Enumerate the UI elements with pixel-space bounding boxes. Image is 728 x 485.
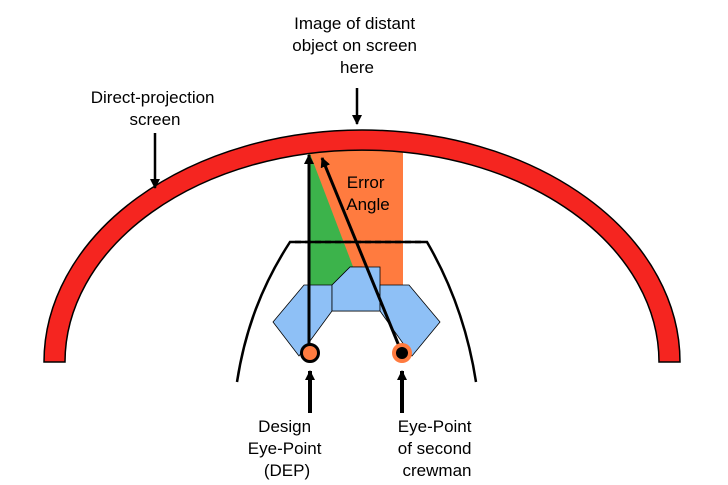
second-label-line3: crewman [403,461,472,480]
screen-label-line1: Direct-projection [91,88,215,107]
svg-text:Direct-projection screen: Direct-projection screen [91,88,220,129]
second-eye-point-center [396,347,408,359]
svg-text:Image of distant object on: Image of distant object on screen here [292,14,421,77]
screen-label-line2: screen [129,110,180,129]
center-panel-top [331,266,381,312]
dep-label-line1: Design [258,417,311,436]
second-crewman-sight-line [320,157,401,347]
svg-text:Eye-Point of second cr: Eye-Point of second crewman [398,417,476,480]
error-label-line2: Angle [346,195,389,214]
svg-text:Design Eye-Point (DEP): Design Eye-Point (DEP) [248,417,326,480]
projection-screen-arc [43,129,681,363]
second-label-line1: Eye-Point [398,417,472,436]
left-panel [272,284,334,357]
dep-label-line2: Eye-Point [248,439,322,458]
second-label-line2: of second [398,439,472,458]
error-label-line1: Error [347,173,385,192]
image-label-line3: here [340,58,374,77]
dep-view-triangle [309,151,360,285]
right-panel [379,284,441,357]
dep-label-line3: (DEP) [264,461,310,480]
image-label-line2: object on screen [292,36,417,55]
design-eye-point-marker [300,343,320,363]
image-label-line1: Image of distant [294,14,415,33]
svg-text:Error Angle: Error Angle [346,173,389,214]
